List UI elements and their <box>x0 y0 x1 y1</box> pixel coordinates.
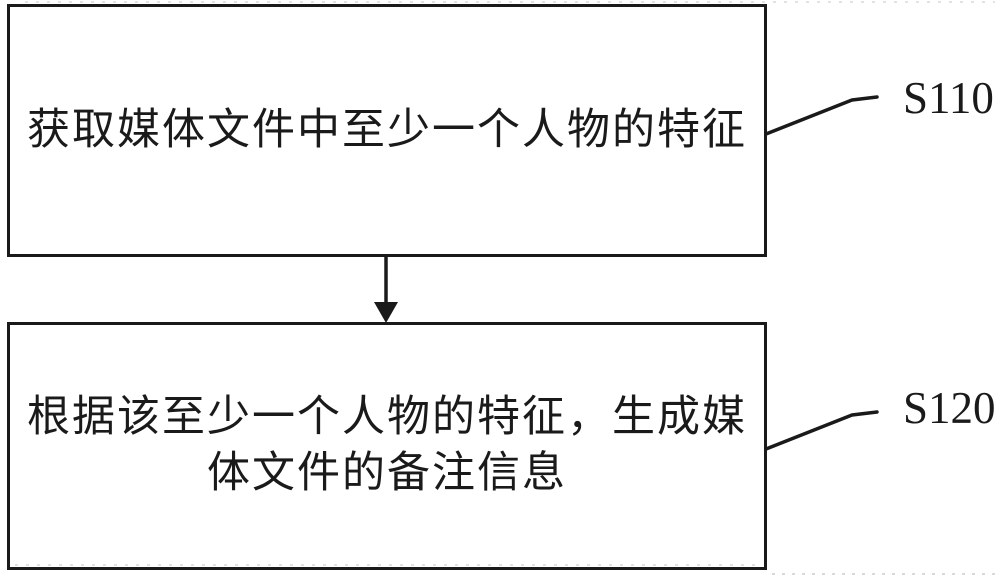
step-2-text-line-2: 体文件的备注信息 <box>207 450 567 497</box>
ref-leader-line-s120 <box>764 410 879 451</box>
step-2-text-line-1: 根据该至少一个人物的特征，生成媒 <box>27 394 747 441</box>
step-1-ref-label: S110 <box>903 73 994 123</box>
step-2-text: 根据该至少一个人物的特征，生成媒 体文件的备注信息 <box>27 390 747 502</box>
step-2-ref-label: S120 <box>903 383 996 433</box>
step-box-1: 获取媒体文件中至少一个人物的特征 <box>7 4 767 257</box>
step-1-text: 获取媒体文件中至少一个人物的特征 <box>27 103 747 159</box>
step-1-text-line-1: 获取媒体文件中至少一个人物的特征 <box>27 106 747 154</box>
ref-leader-line-s110 <box>764 95 879 136</box>
step-box-2: 根据该至少一个人物的特征，生成媒 体文件的备注信息 <box>7 322 767 570</box>
flow-arrow-head-icon <box>374 302 398 323</box>
